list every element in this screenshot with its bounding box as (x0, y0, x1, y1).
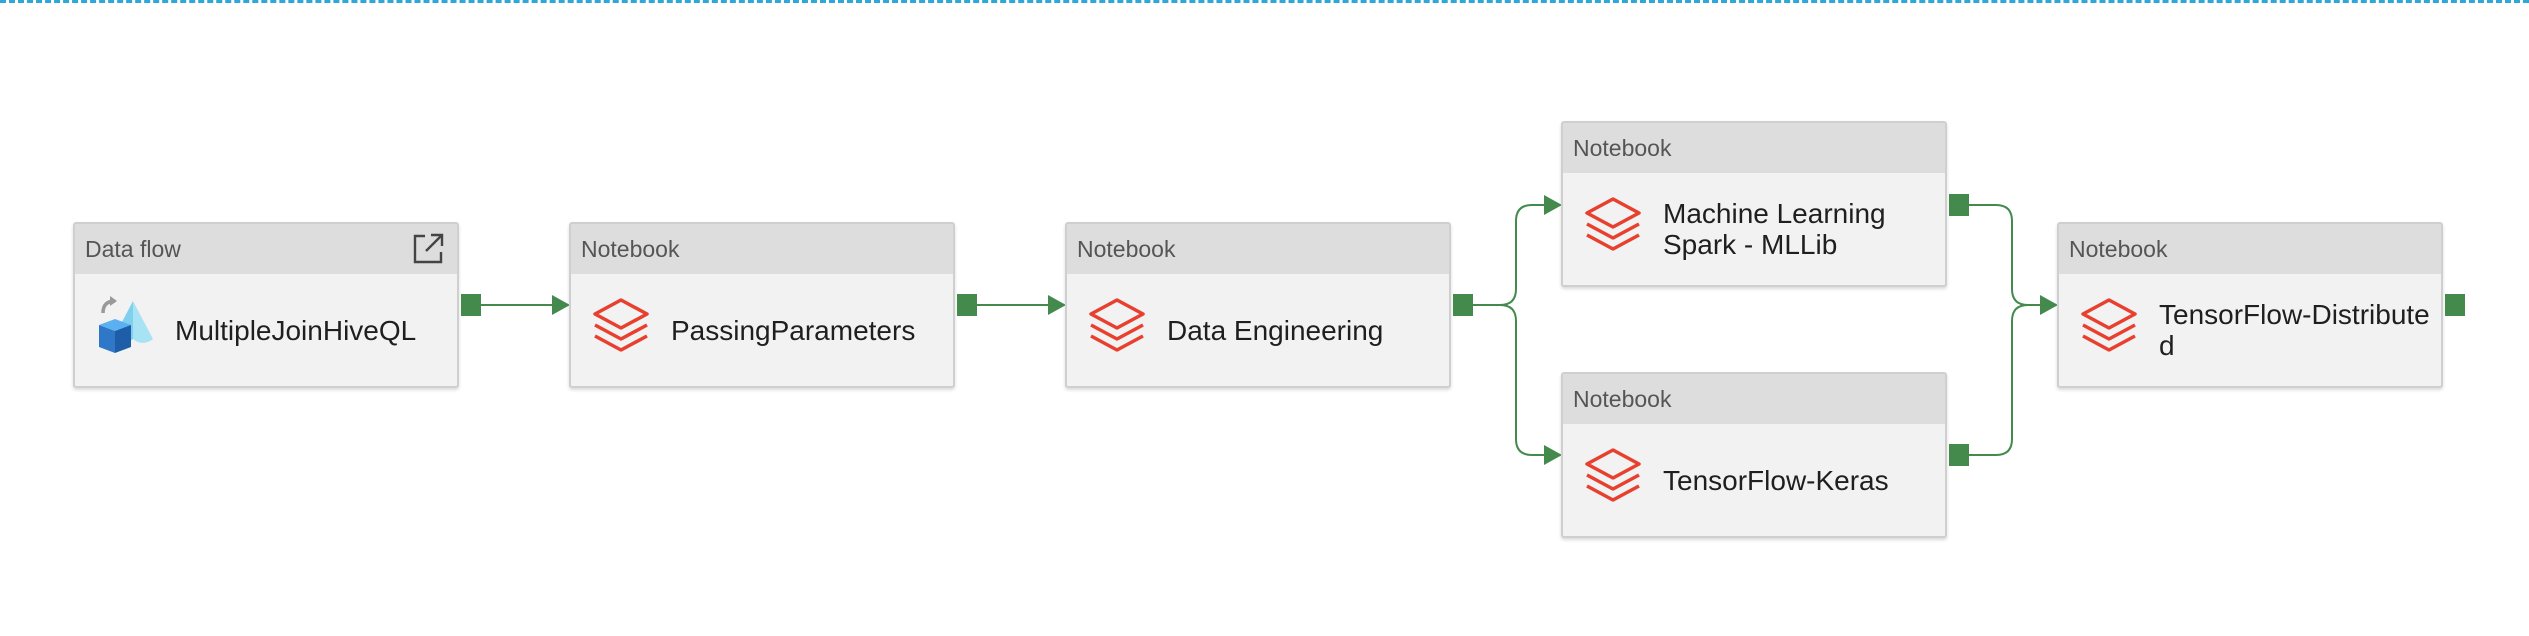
databricks-icon (591, 295, 651, 355)
activity-name: TensorFlow-Distributed (2159, 299, 2430, 361)
activity-notebook-tensorflow-keras[interactable]: Notebook TensorFlow-Keras (1561, 372, 1947, 538)
activity-type-label: Notebook (571, 224, 953, 274)
activity-type-label: Data flow (75, 224, 457, 274)
connector-a3-a5[interactable] (1472, 304, 1560, 456)
activity-name: Machine Learning Spark - MLLib (1663, 198, 1886, 260)
output-port-a1[interactable] (461, 294, 481, 316)
output-port-a6[interactable] (2445, 294, 2465, 316)
connector-a3-a4[interactable] (1472, 204, 1560, 306)
connector-a5-a6[interactable] (1968, 304, 2056, 456)
output-port-a5[interactable] (1949, 444, 1969, 466)
arrowhead-a3-a4 (1544, 195, 1562, 215)
databricks-icon (1583, 445, 1643, 505)
activity-type-label: Notebook (2059, 224, 2441, 274)
activity-name: PassingParameters (671, 314, 916, 346)
activity-name: TensorFlow-Keras (1663, 464, 1889, 496)
selection-border (0, 0, 2529, 3)
output-port-a4[interactable] (1949, 194, 1969, 216)
arrowhead-a3-a5 (1544, 445, 1562, 465)
activity-notebook-machine-learning[interactable]: Notebook Machine Learning Spark - MLLib (1561, 121, 1947, 287)
arrowhead-a2-a3 (1048, 295, 1066, 315)
activity-type-label: Notebook (1563, 374, 1945, 424)
output-port-a2[interactable] (957, 294, 977, 316)
open-external-icon[interactable] (411, 232, 445, 266)
arrowhead-a6 (2040, 295, 2058, 315)
activity-notebook-passingparameters[interactable]: Notebook PassingParameters (569, 222, 955, 388)
activity-dataflow-multiplejoinhiveql[interactable]: Data flow MultipleJoinHiveQL (73, 222, 459, 388)
activity-name: MultipleJoinHiveQL (175, 314, 417, 346)
activity-notebook-data-engineering[interactable]: Notebook Data Engineering (1065, 222, 1451, 388)
databricks-icon (1087, 295, 1147, 355)
activity-name: Data Engineering (1167, 314, 1384, 346)
activity-type-label: Notebook (1067, 224, 1449, 274)
dataflow-icon (95, 295, 155, 355)
activity-type-label: Notebook (1563, 123, 1945, 173)
databricks-icon (2079, 295, 2139, 355)
output-port-a3[interactable] (1453, 294, 1473, 316)
arrowhead-a1-a2 (552, 295, 570, 315)
activity-notebook-tensorflow-distributed[interactable]: Notebook TensorFlow-Distributed (2057, 222, 2443, 388)
connector-a4-a6[interactable] (1968, 204, 2056, 306)
databricks-icon (1583, 194, 1643, 254)
